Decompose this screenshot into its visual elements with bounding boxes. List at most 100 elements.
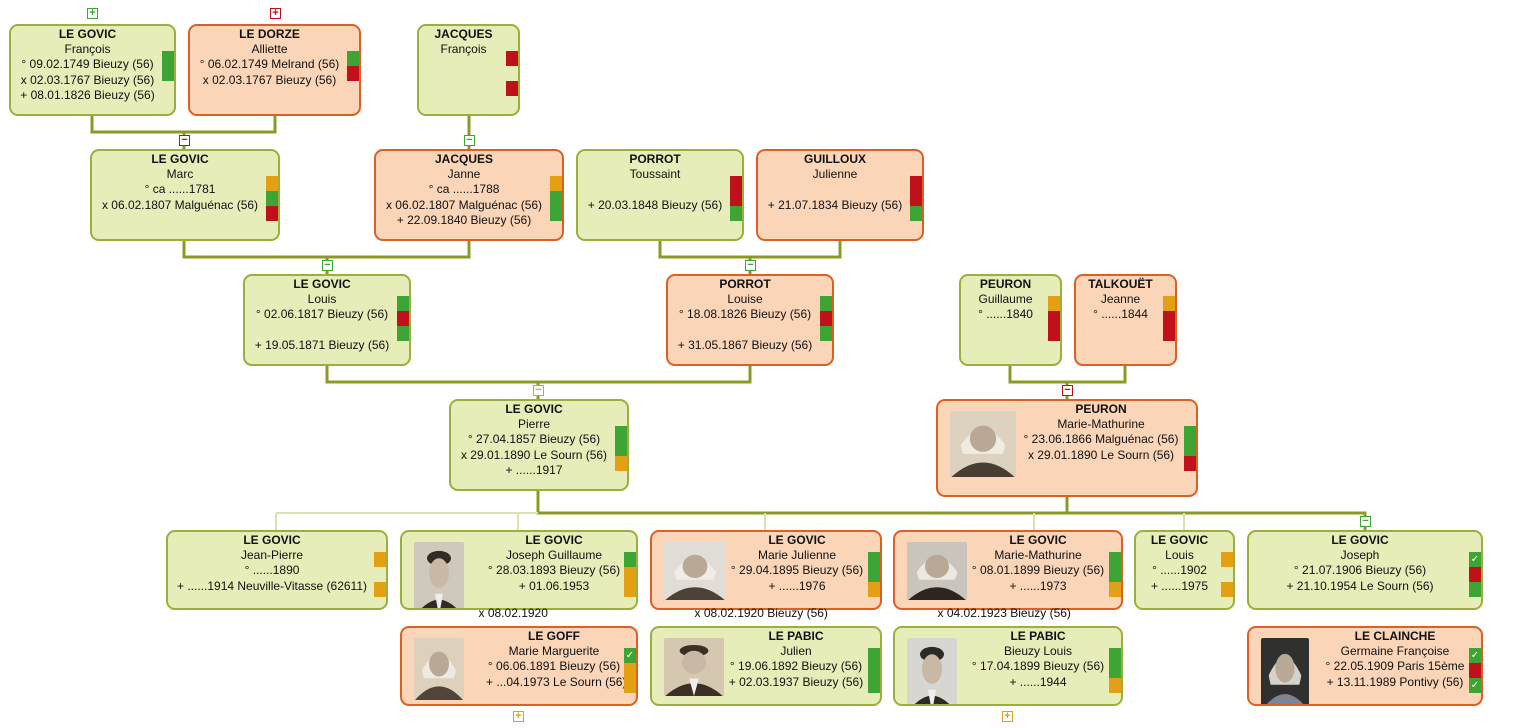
collapse-toggle[interactable]: − [533,385,544,396]
event-line [578,182,732,197]
person-surname: LE GOVIC [525,533,583,547]
birth-event: ° 06.06.1891 Bieuzy (56) [487,659,621,674]
status-indicator [1469,567,1481,582]
person-surname: LE CLAINCHE [1354,629,1436,643]
collapse-toggle[interactable]: − [1062,385,1073,396]
portrait-photo[interactable] [664,638,724,696]
birth-event: ° 28.03.1893 Bieuzy (56) [487,563,621,578]
status-indicator [1048,311,1060,326]
collapse-toggle[interactable]: − [179,135,190,146]
status-indicator [347,81,359,96]
collapse-toggle[interactable]: − [322,260,333,271]
status-indicators [162,36,174,96]
status-indicator [1109,648,1121,663]
status-indicator [910,161,922,176]
status-indicator [868,648,880,663]
status-indicator [266,206,278,221]
death-event: + 13.11.1989 Pontivy (56) [1326,674,1464,689]
status-indicator [820,311,832,326]
portrait-photo[interactable] [1261,638,1309,704]
person-surname: JACQUES [434,27,493,41]
status-indicators [615,411,627,471]
portrait-photo[interactable] [414,638,464,700]
portrait-photo[interactable] [907,542,967,600]
status-indicator [397,326,409,341]
check-icon: ✓ [1469,648,1481,663]
marriage-event: x 06.02.1807 Malguénac (56) [101,197,259,212]
birth-event: ° 09.02.1749 Bieuzy (56) [21,57,154,72]
birth-event: ° 08.01.1899 Bieuzy (56) [971,563,1105,578]
death-event: + ......1914 Neuville-Vitasse (62611) [177,578,367,593]
portrait-photo[interactable] [664,542,726,600]
person-surname: TALKOUËT [1088,277,1153,291]
person-surname: LE GOVIC [58,27,117,41]
status-indicators [266,161,278,221]
person-surname: PEURON [979,277,1032,291]
person-given-names: Louis [1165,548,1194,563]
expand-toggle[interactable]: + [87,8,98,19]
status-indicator [266,191,278,206]
expand-toggle[interactable]: + [270,8,281,19]
collapse-toggle[interactable]: − [464,135,475,146]
status-indicators [374,552,386,597]
birth-event: ° ca ......1781 [144,182,216,197]
portrait-photo[interactable] [414,542,464,608]
person-given-names: Marie-Mathurine [994,548,1082,563]
person-given-names: Jean-Pierre [240,548,304,563]
status-indicator [910,191,922,206]
collapse-toggle[interactable]: − [1360,516,1371,527]
birth-event: ° 22.05.1909 Paris 15ème [1325,659,1465,674]
person-given-names: François [440,42,487,57]
death-event: + 19.05.1871 Bieuzy (56) [254,337,390,352]
status-indicator [1469,663,1481,678]
expand-toggle[interactable]: + [1002,711,1013,722]
person-surname: PEURON [1075,402,1127,416]
portrait-photo[interactable] [950,411,1016,477]
status-indicator [1221,582,1233,597]
expand-toggle[interactable]: + [513,711,524,722]
person-given-names: Guillaume [978,292,1033,307]
status-indicator [266,161,278,176]
collapse-toggle[interactable]: − [745,260,756,271]
person-given-names: Pierre [517,417,550,432]
status-indicator [1109,663,1121,678]
status-indicator [910,176,922,191]
death-event: + 02.03.1937 Bieuzy (56) [728,674,864,689]
portrait-photo[interactable] [907,638,957,704]
status-indicator [1048,326,1060,341]
status-indicator [1109,552,1121,567]
event-line [245,323,399,338]
status-indicators [347,36,359,96]
